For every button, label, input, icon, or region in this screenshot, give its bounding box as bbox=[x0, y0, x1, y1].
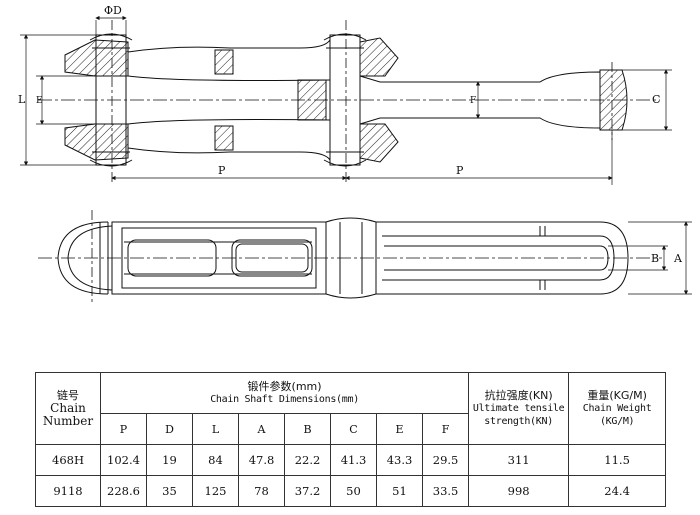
dim-label-phi-d: ΦD bbox=[104, 4, 122, 17]
col-header-p: P bbox=[100, 413, 147, 445]
table-row: 9118 228.6 35 125 78 37.2 50 51 33.5 998… bbox=[35, 475, 667, 507]
cell-value: 22.2 bbox=[284, 444, 331, 476]
header-tensile-strength: 抗拉强度(KN) Ultimate tensile strength(KN) bbox=[468, 372, 570, 445]
cell-value: 78 bbox=[238, 475, 285, 507]
cell-value: 50 bbox=[330, 475, 377, 507]
cell-strength: 311 bbox=[468, 444, 570, 476]
cell-value: 29.5 bbox=[421, 444, 470, 476]
col-header-d: D bbox=[146, 413, 193, 445]
header-chain-weight: 重量(KG/M) Chain Weight (KG/M) bbox=[568, 372, 667, 445]
side-view bbox=[38, 210, 692, 305]
cell-weight: 24.4 bbox=[568, 475, 667, 507]
cell-value: 47.8 bbox=[238, 444, 285, 476]
col-header-f: F bbox=[421, 413, 470, 445]
cell-chain: 468H bbox=[35, 444, 101, 476]
chain-technical-drawing: ΦD L E F C P P bbox=[18, 4, 692, 305]
dim-label-p-2: P bbox=[456, 164, 464, 177]
cell-value: 125 bbox=[192, 475, 239, 507]
dim-label-e: E bbox=[36, 96, 43, 106]
cell-value: 19 bbox=[146, 444, 193, 476]
cell-value: 228.6 bbox=[100, 475, 147, 507]
cell-value: 33.5 bbox=[421, 475, 470, 507]
col-header-a: A bbox=[238, 413, 285, 445]
cell-value: 102.4 bbox=[100, 444, 147, 476]
cell-value: 84 bbox=[192, 444, 239, 476]
cell-value: 41.3 bbox=[330, 444, 377, 476]
cell-strength: 998 bbox=[468, 475, 570, 507]
cell-value: 35 bbox=[146, 475, 193, 507]
dim-label-l: L bbox=[18, 93, 26, 106]
col-header-c: C bbox=[330, 413, 377, 445]
header-dimensions: 锻件参数(mm) Chain Shaft Dimensions(mm) bbox=[99, 372, 470, 414]
cell-value: 43.3 bbox=[376, 444, 423, 476]
col-header-l: L bbox=[192, 413, 239, 445]
col-header-b: B bbox=[284, 413, 331, 445]
dim-label-p-1: P bbox=[218, 164, 226, 177]
header-chain-number: 链号 Chain Number bbox=[35, 372, 101, 445]
dim-label-b: B bbox=[651, 252, 659, 265]
cell-weight: 11.5 bbox=[568, 444, 667, 476]
dim-label-a: A bbox=[673, 252, 683, 265]
top-view bbox=[20, 15, 672, 185]
cell-value: 37.2 bbox=[284, 475, 331, 507]
chain-spec-table: 链号 Chain Number 锻件参数(mm) Chain Shaft Dim… bbox=[35, 372, 667, 507]
dim-label-c: C bbox=[652, 93, 660, 106]
table-row: 468H 102.4 19 84 47.8 22.2 41.3 43.3 29.… bbox=[35, 444, 667, 476]
cell-value: 51 bbox=[376, 475, 423, 507]
col-header-e: E bbox=[376, 413, 423, 445]
dim-label-f: F bbox=[470, 96, 476, 106]
cell-chain: 9118 bbox=[35, 475, 101, 507]
